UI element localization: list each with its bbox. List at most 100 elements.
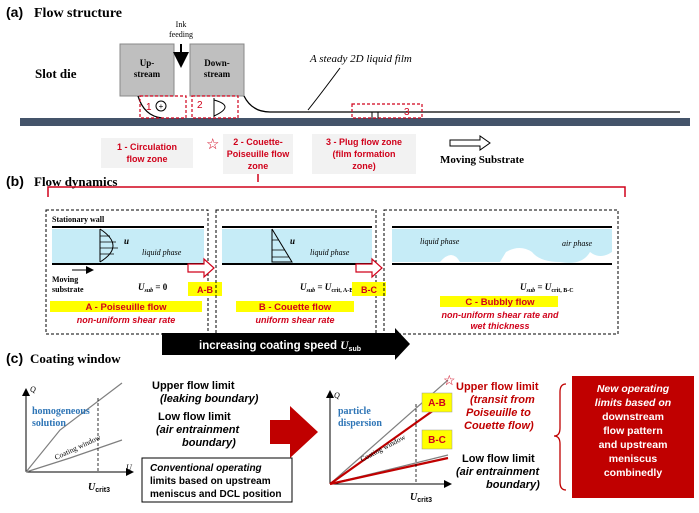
right-upper-limit-3: Poiseuille to [466,407,531,419]
left-upper-limit-1: Upper flow limit [152,380,235,392]
panel-c-label: (c) [6,350,23,366]
particle-label-2: dispersion [338,418,382,429]
poiseuille-vectors [100,235,118,255]
label-a-title: A - Poiseuille flow [86,302,168,313]
particle-label-1: particle [338,406,371,417]
liquid-c [392,229,612,263]
moving-substrate-label: Moving Substrate [440,154,524,166]
transition-arrow-bc [355,257,383,279]
zone-2-desc-3: zone [248,161,269,171]
liquid-b [222,229,372,263]
right-red-lower-line [329,456,449,486]
right-red-upper-line [329,399,449,485]
bracket-line [47,186,626,197]
circulation-icon [155,100,167,112]
zone-3-desc-box [312,134,416,174]
conventional-limits-1: Conventional operating [150,463,262,474]
left-u-label: U [126,463,133,472]
new-limits-box [572,376,694,498]
moving-substrate-bar [20,118,690,126]
ink-feeding-label-2: feeding [169,30,193,39]
upstream-label-2: stream [134,69,161,79]
conventional-limits-3: meniscus and DCL position [150,489,282,500]
panel-a-title: Flow structure [34,6,122,21]
liquid-phase-label-b: liquid phase [310,248,350,257]
zone-3-desc-2: (film formation [333,149,396,159]
right-q-label: Q [334,391,340,400]
right-star-icon: ☆ [443,372,456,388]
couette-profile-icon [213,98,226,117]
homogeneous-label-1: homogeneous [32,406,90,417]
upstream-label-1: Up- [140,58,155,68]
liquid-film-label: A steady 2D liquid film [309,53,412,65]
transition-ab-badge [188,282,222,296]
panel-b-title: Flow dynamics [34,174,117,189]
zone-1-number: 1 [146,102,152,113]
right-upper-limit-2: (transit from [470,394,535,406]
transition-red-arrow [270,406,318,458]
right-lower-limit-1: Low flow limit [462,453,535,465]
zone-3-box [351,103,423,119]
ink-feeding-label-1: Ink [176,20,187,29]
left-lower-limit-2: (air entrainment [156,424,240,436]
eq-b: Usub = Ucrit, A-B [300,282,353,294]
transition-bc-badge [352,282,386,296]
substrate-direction-arrow [449,135,491,151]
flow-box-a [45,209,209,335]
new-limits-5: and upstream [599,439,668,451]
upstream-meniscus [137,95,163,119]
right-lower-limit-2: (air entrainment [456,466,540,478]
zone-1-desc-1: 1 - Circulation [117,142,177,152]
increasing-speed-label: increasing coating speed Usub [199,340,361,353]
label-b-highlight [236,301,354,312]
zone-1-box [139,95,187,119]
left-upper-limit-line [25,382,123,473]
plug-profile-icon [371,112,379,118]
ab-badge-label: A-B [428,398,446,409]
new-limits-4: flow pattern [603,425,663,437]
homogeneous-label-2: solution [32,418,66,429]
flow-box-c [383,209,619,335]
upstream-die-block [119,43,175,97]
liquid-phase-label-a: liquid phase [142,248,182,257]
new-limits-2: limits based on [595,397,671,409]
ab-badge [421,392,453,413]
zone-1-desc-2: flow zone [127,154,168,164]
zone-2-desc-1: 2 - Couette- [233,137,283,147]
bc-badge-label: B-C [428,435,446,446]
right-upper-limit-1: Upper flow limit [456,381,539,393]
circulation-plus-icon: + [159,102,164,111]
left-lower-limit-3: boundary) [182,437,236,449]
couette-vectors [272,239,289,258]
label-c-title: C - Bubbly flow [465,297,535,308]
liquid-film-surface [243,95,680,113]
label-c-sub-2: wet thickness [470,321,529,331]
label-a-sub: non-uniform shear rate [77,315,176,325]
increasing-speed-arrow [162,328,410,360]
poiseuille-profile [99,228,114,263]
label-b-sub: uniform shear rate [255,315,334,325]
zone-2-number: 2 [197,100,203,111]
label-c-highlight [440,296,558,307]
new-limits-6: meniscus [609,453,658,465]
left-ucrit-label: Ucrit3 [88,482,110,494]
new-limits-3: downstream [602,411,664,423]
zone-2-box [191,95,239,119]
slot-die-label: Slot die [35,66,77,81]
new-limits-7: combinedly [604,467,663,479]
right-ucrit-label: Ucrit3 [410,492,432,504]
right-lower-limit-3: boundary) [486,479,540,491]
stationary-wall-label: Stationary wall [52,215,105,224]
zone-2-desc-box [223,134,293,174]
u-label-a: u [124,236,129,246]
zone-3-number: 3 [404,107,410,118]
left-coating-window-label: Coating window [53,432,102,461]
zone-3-desc-1: 3 - Plug flow zone [326,137,402,147]
air-phase-label: air phase [562,239,592,248]
u-label-b: u [290,236,295,246]
zone-2-desc-2: Poiseuille flow [227,149,291,159]
transition-bc-label: B-C [361,285,377,295]
eq-a: Usub = 0 [138,282,168,294]
downstream-die-block [189,43,245,97]
eq-c: Usub = Ucrit, B-C [520,282,574,294]
